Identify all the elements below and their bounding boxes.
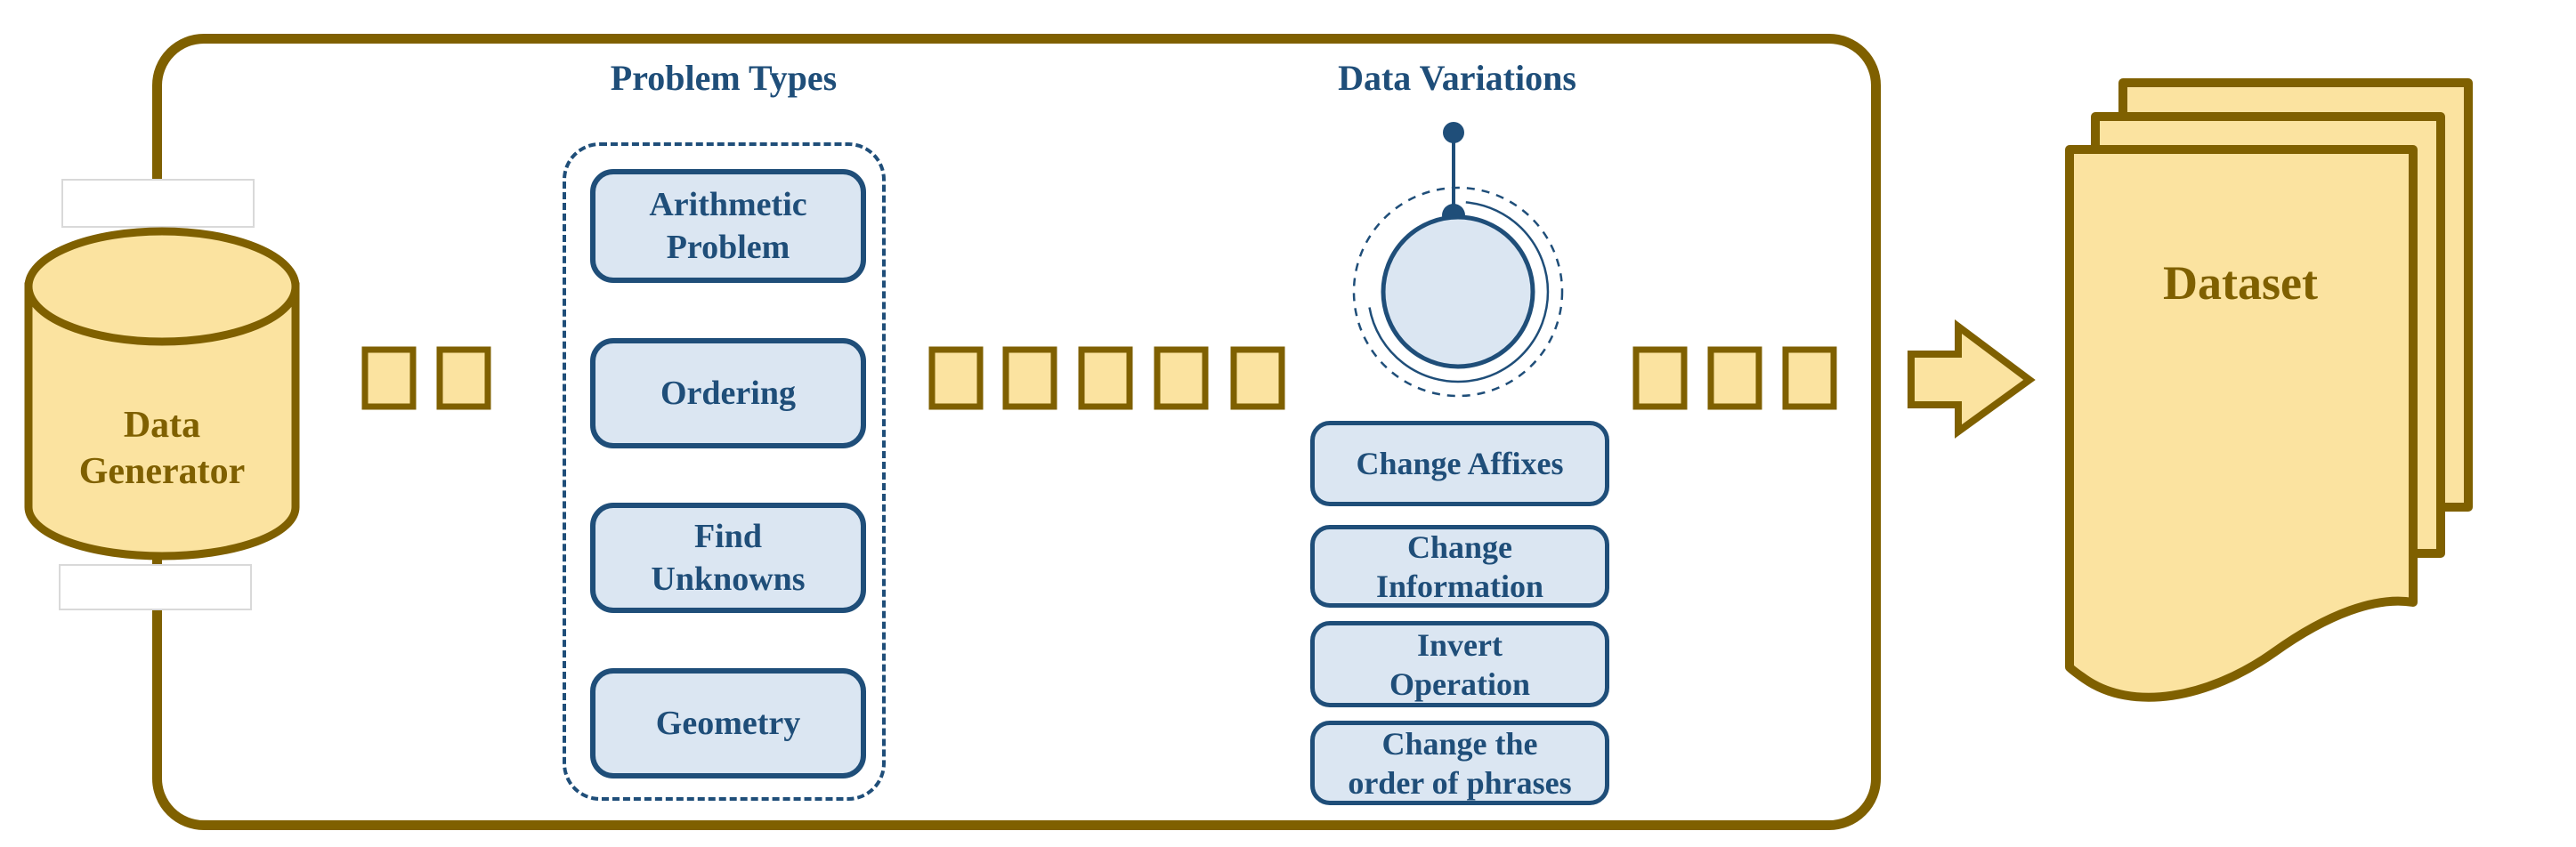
- dataset-label: Dataset: [2163, 256, 2318, 310]
- output-arrow-icon: [1908, 319, 2036, 439]
- variation-dial-icon: [1352, 122, 1564, 398]
- data-square: [928, 346, 984, 410]
- dataset-documents-icon: [2065, 78, 2473, 702]
- database-cylinder-icon: [24, 227, 300, 561]
- problem-types-title: Problem Types: [610, 58, 838, 98]
- dial-dashed-ring: [1352, 186, 1564, 398]
- data-square: [1707, 346, 1762, 410]
- problem-type-find-unknowns: Find Unknowns: [590, 503, 866, 613]
- data-square: [436, 346, 491, 410]
- data-square: [1782, 346, 1837, 410]
- data-square: [1230, 346, 1285, 410]
- dial-pin-dot: [1443, 122, 1464, 143]
- empty-label-bottom: [59, 564, 252, 610]
- data-square: [1078, 346, 1133, 410]
- variation-change-information: Change Information: [1310, 525, 1609, 608]
- document-front: [2065, 145, 2418, 702]
- variation-invert-operation: Invert Operation: [1310, 621, 1609, 707]
- data-square: [1002, 346, 1057, 410]
- problem-type-arithmetic: Arithmetic Problem: [590, 169, 866, 283]
- data-square: [1154, 346, 1209, 410]
- empty-label-top: [61, 179, 255, 228]
- data-square: [1632, 346, 1688, 410]
- cylinder-top: [24, 227, 300, 346]
- data-flow-squares: [361, 346, 1837, 410]
- data-variations-title: Data Variations: [1338, 58, 1576, 98]
- data-generator-label: Data Generator: [78, 405, 246, 492]
- variation-change-order: Change the order of phrases: [1310, 721, 1609, 805]
- problem-type-ordering: Ordering: [590, 338, 866, 448]
- problem-types-group: [563, 142, 886, 801]
- dial-arc: [1368, 201, 1550, 383]
- data-square: [361, 346, 417, 410]
- problem-type-geometry: Geometry: [590, 668, 866, 778]
- cylinder-body: [24, 282, 300, 561]
- variation-change-affixes: Change Affixes: [1310, 421, 1609, 506]
- dial-face: [1381, 214, 1535, 369]
